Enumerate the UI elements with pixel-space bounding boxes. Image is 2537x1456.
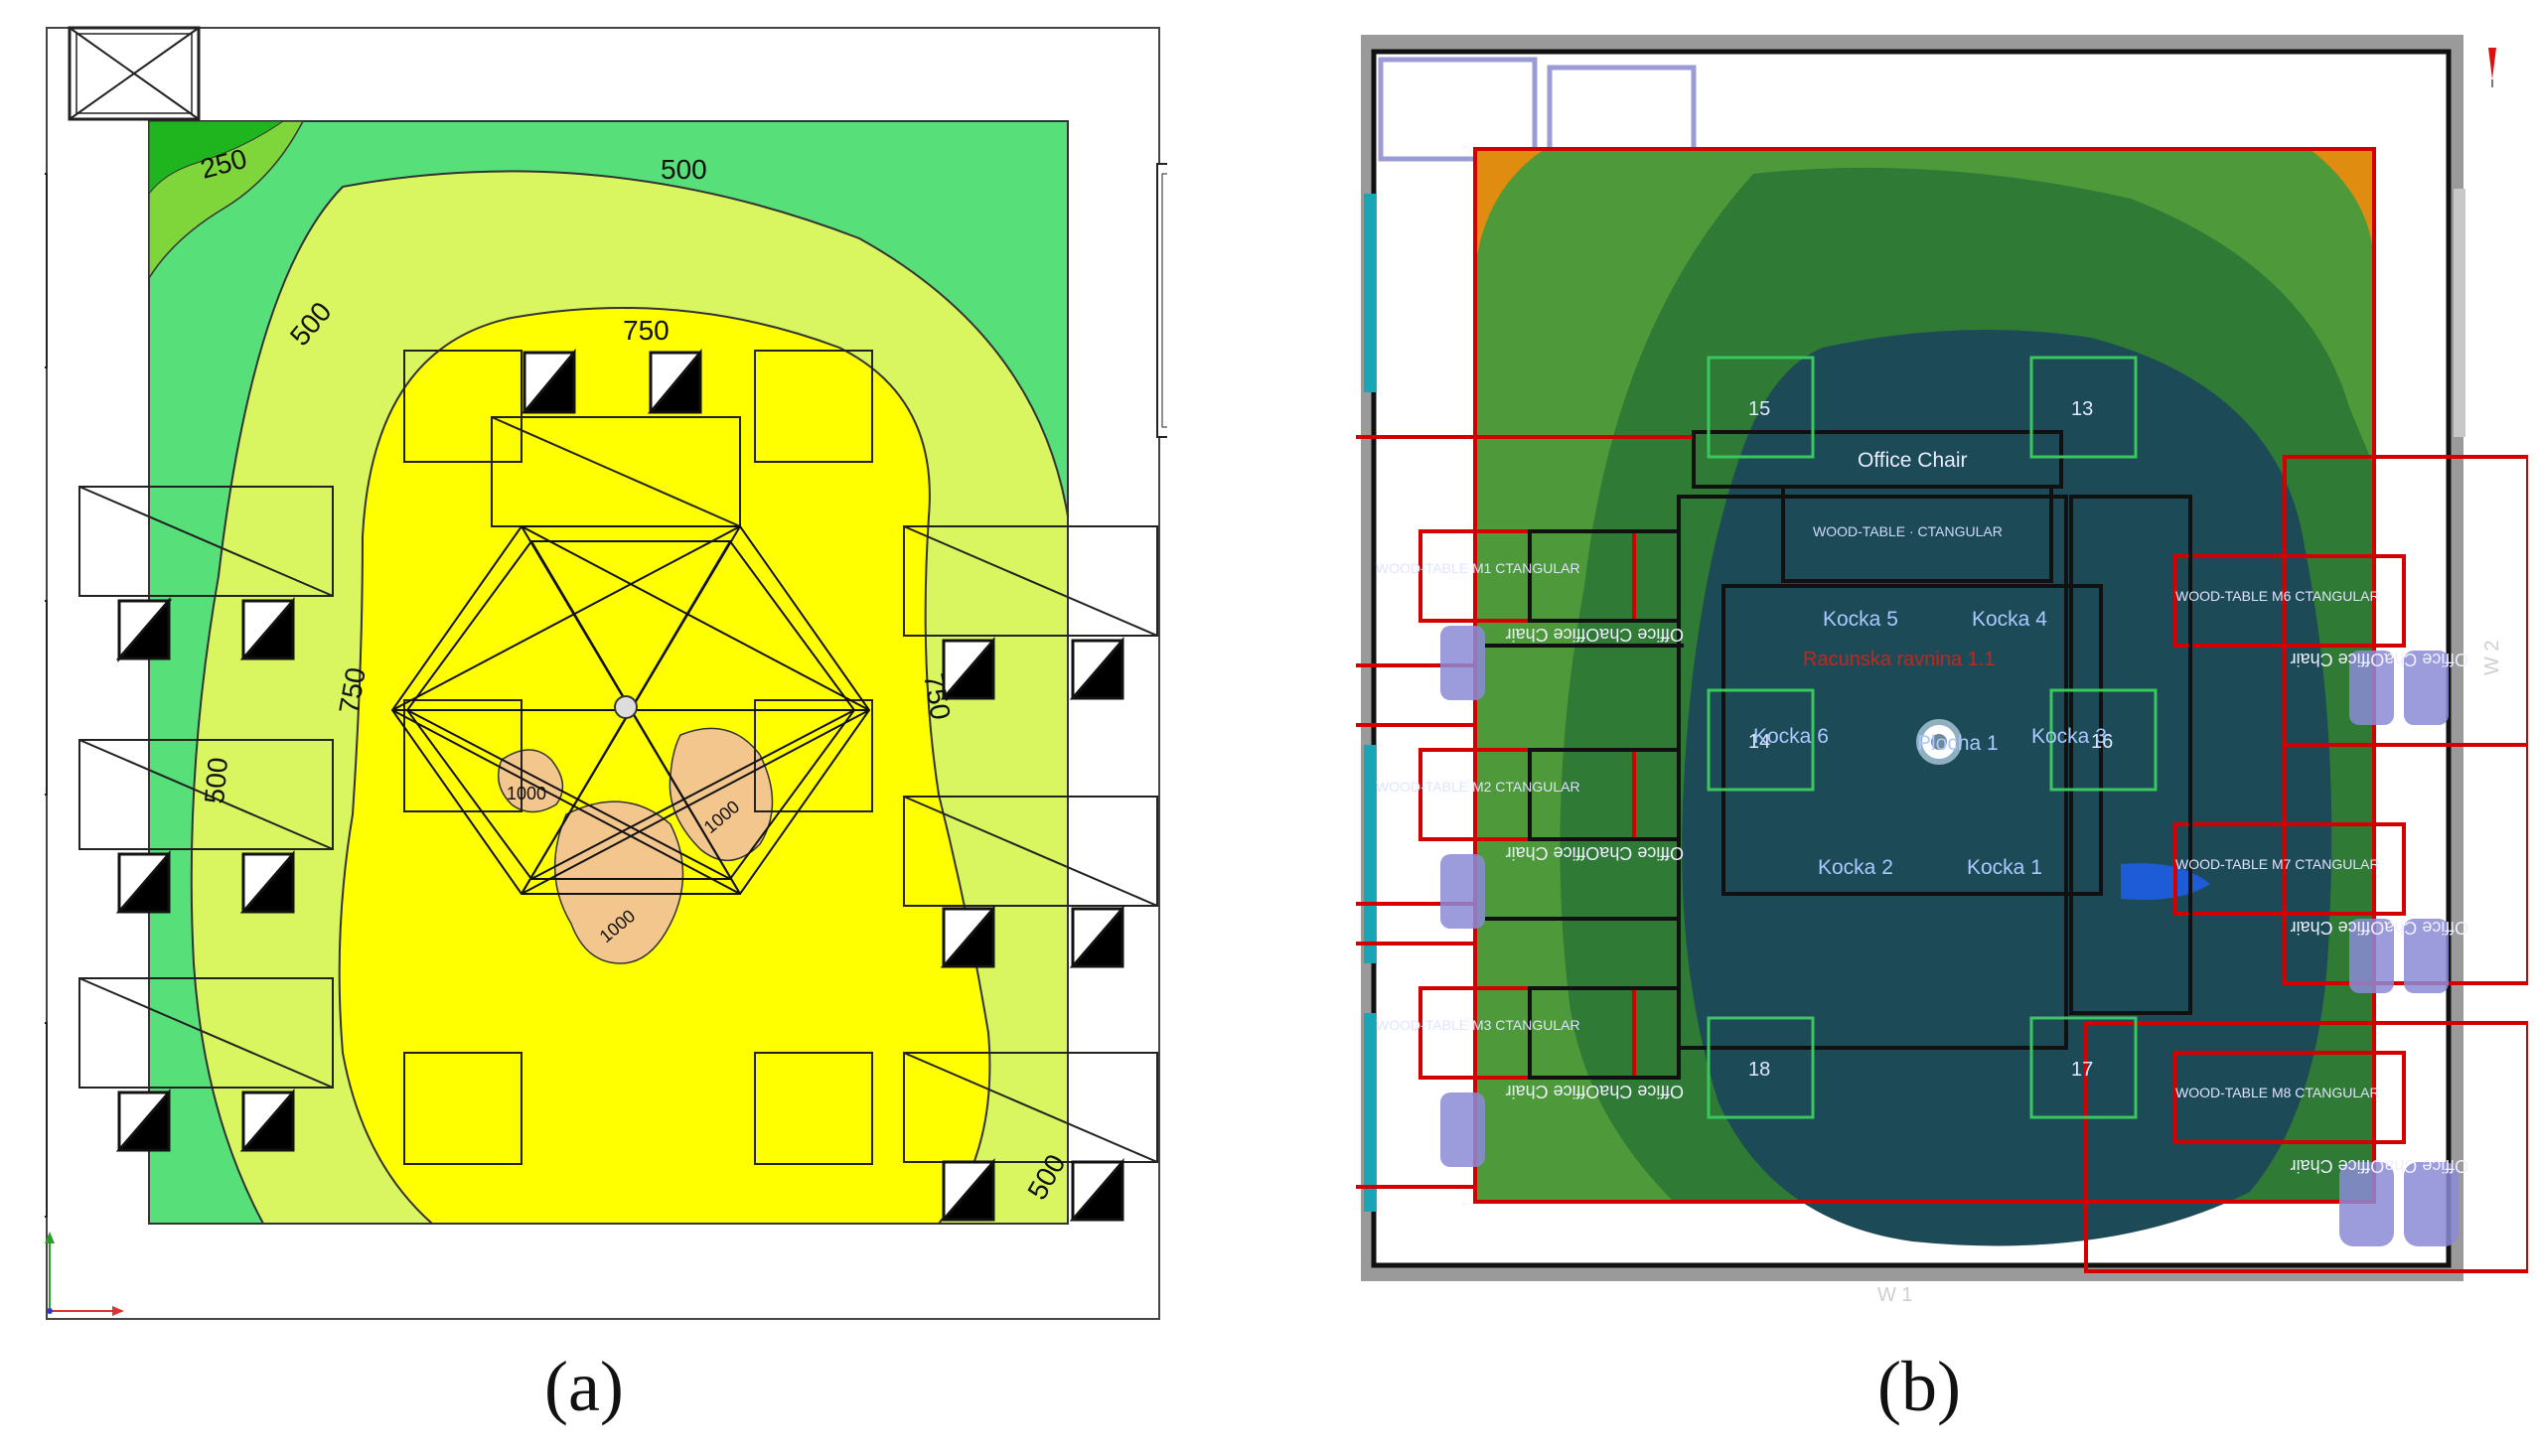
office-chair-left-2: Office ChaOffice Chair xyxy=(1506,843,1684,863)
table-m6-label: WOOD-TABLE M6 CTANGULAR xyxy=(2175,588,2380,604)
office-chairs-b xyxy=(1440,626,2459,1246)
racunska-label: Racunska ravnina 1.1 xyxy=(1803,649,1995,670)
chair-label-17: 17 xyxy=(2071,1059,2093,1081)
caption-b: (b) xyxy=(1877,1347,1961,1426)
label-500-left-lower: 500 xyxy=(199,756,233,804)
wood-table-center-label: WOOD-TABLE · CTANGULAR xyxy=(1813,523,2003,539)
window-left-1 xyxy=(32,173,48,368)
kocka-1-label: Kocka 1 xyxy=(1967,856,2042,879)
kocka-4-label: Kocka 4 xyxy=(1972,608,2047,631)
office-chair-right-1: Office ChaOffice Chair xyxy=(2291,650,2468,669)
axis-indicator xyxy=(45,1232,124,1316)
office-chair-left-1: Office ChaOffice Chair xyxy=(1506,625,1684,645)
zone-dark-corner xyxy=(148,120,285,196)
wall-w1-label: W 1 xyxy=(1877,1284,1913,1301)
kocka-2-label: Kocka 2 xyxy=(1818,856,1893,879)
central-furniture xyxy=(403,350,873,1165)
green-chair-squares xyxy=(1707,356,2158,1119)
zone-dark-teal xyxy=(1682,330,2332,1246)
window-left-3 xyxy=(32,1022,48,1218)
table-m8-label: WOOD-TABLE M8 CTANGULAR xyxy=(2175,1085,2380,1100)
office-chair-right-2: Office ChaOffice Chair xyxy=(2291,918,2468,938)
label-1000-a: 1000 xyxy=(507,784,546,803)
kocka-3-label: Kocka 3 xyxy=(2031,725,2107,748)
black-outlines xyxy=(1485,430,2192,1080)
table-m7-label: WOOD-TABLE M7 CTANGULAR xyxy=(2175,856,2380,872)
office-chair-left-3: Office ChaOffice Chair xyxy=(1506,1082,1684,1101)
chairs-a xyxy=(115,348,1124,1222)
caption-a: (a) xyxy=(544,1347,624,1426)
chair-label-18: 18 xyxy=(1748,1059,1770,1081)
wall-w2-label: W 2 xyxy=(2481,640,2503,675)
office-chair-label: Office Chair xyxy=(1858,449,1968,472)
chair-label-13: 13 xyxy=(2071,398,2093,420)
chair-label-15: 15 xyxy=(1748,398,1770,420)
window-left-2 xyxy=(32,600,48,796)
label-500-top: 500 xyxy=(661,154,707,185)
chair-label-14: 14 xyxy=(1748,731,1770,753)
table-m3-label: WOOD-TABLE M3 CTANGULAR xyxy=(1376,1017,1580,1033)
table-m2-label: WOOD-TABLE M2 CTANGULAR xyxy=(1376,779,1580,795)
kocka-5-label: Kocka 5 xyxy=(1823,608,1898,631)
kocka-6-label: Kocka 6 xyxy=(1753,725,1829,748)
office-chair-right-3: Office ChaOffice Chair xyxy=(2291,1156,2468,1176)
table-m1-label: WOOD-TABLE M1 CTANGULAR xyxy=(1376,560,1580,576)
chair-label-16: 16 xyxy=(2091,731,2113,753)
right-desks xyxy=(903,525,1158,1163)
left-desks xyxy=(78,486,334,1089)
panel-b-3d-render-plan: 15 13 14 16 18 17 Office Chair WOOD-TABL… xyxy=(1356,30,2530,1306)
north-marker-icon xyxy=(2488,48,2496,87)
panel-a-isolux-plan: 250 500 500 500 500 750 750 750 1000 100… xyxy=(32,20,1176,1321)
label-750-top: 750 xyxy=(623,315,670,346)
luminaire-center xyxy=(614,695,638,719)
zone-above-1000-c xyxy=(553,801,684,964)
plocha-label: Plocha 1 xyxy=(1917,732,1999,755)
